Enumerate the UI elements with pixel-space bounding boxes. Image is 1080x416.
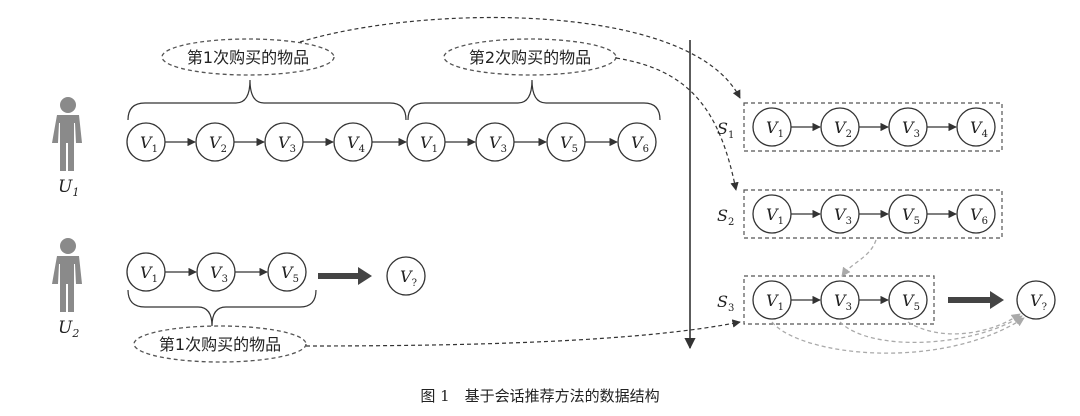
svg-text:V1: V1 — [420, 133, 438, 155]
session-s3: S3 V1 V3 V5 V? — [717, 275, 1056, 325]
sequence-node: V6 — [617, 122, 657, 162]
sequence-node: V1 — [406, 122, 446, 162]
svg-text:S2: S2 — [717, 206, 734, 228]
svg-text:V1: V1 — [766, 118, 784, 140]
mapping-arrows — [299, 16, 741, 347]
session-node: V4 — [956, 107, 996, 147]
sequence-node: V4 — [333, 122, 373, 162]
u1-sequence: V1 V2 V3 V4 V1 V3 V5 V6 — [126, 122, 657, 162]
sequence-node: V3 — [475, 122, 515, 162]
user-1-icon — [52, 97, 82, 171]
svg-text:V?: V? — [400, 267, 417, 289]
svg-text:V5: V5 — [902, 205, 920, 227]
svg-text:V3: V3 — [278, 133, 296, 155]
svg-text:V3: V3 — [210, 263, 228, 285]
session-node: V1 — [752, 107, 792, 147]
svg-text:S3: S3 — [717, 292, 734, 314]
svg-text:V1: V1 — [766, 291, 784, 313]
session-node: V2 — [820, 107, 860, 147]
sequence-node: V5 — [267, 252, 307, 292]
u2-first-purchase-label: 第1次购买的物品 — [133, 325, 307, 363]
svg-text:S1: S1 — [717, 119, 734, 141]
svg-text:V6: V6 — [631, 133, 649, 155]
sequence-node: V5 — [546, 122, 586, 162]
u2-first-brace — [127, 289, 317, 327]
figure-caption: 图 1 基于会话推荐方法的数据结构 — [420, 387, 659, 405]
sequence-node: V3 — [196, 252, 236, 292]
svg-text:V5: V5 — [902, 291, 920, 313]
svg-text:V5: V5 — [560, 133, 578, 155]
svg-text:第2次购买的物品: 第2次购买的物品 — [469, 48, 591, 67]
session-node: V5 — [888, 194, 928, 234]
user-1-label: U1 — [58, 177, 79, 199]
svg-text:V2: V2 — [834, 118, 852, 140]
svg-text:V3: V3 — [834, 205, 852, 227]
u2-sequence: V1 V3 V5 V? — [126, 252, 426, 296]
session-node: V3 — [820, 280, 860, 320]
u1-second-brace — [407, 79, 661, 121]
svg-text:第1次购买的物品: 第1次购买的物品 — [187, 48, 309, 67]
session-node: V3 — [820, 194, 860, 234]
session-s1: S1 V1 V2 V3 V4 — [717, 102, 1003, 152]
sequence-node: V3 — [264, 122, 304, 162]
session-node: V1 — [752, 280, 792, 320]
svg-text:V3: V3 — [834, 291, 852, 313]
svg-text:V1: V1 — [140, 133, 158, 155]
svg-text:V6: V6 — [970, 205, 988, 227]
session-node: V5 — [888, 280, 928, 320]
svg-text:V1: V1 — [766, 205, 784, 227]
session-node: V3 — [888, 107, 928, 147]
u1-first-brace — [127, 79, 407, 121]
svg-text:V5: V5 — [281, 263, 299, 285]
svg-text:V?: V? — [1030, 291, 1047, 313]
target-node: V? — [386, 256, 426, 296]
u1-first-purchase-label: 第1次购买的物品 — [161, 38, 335, 76]
similarity-arrows — [771, 239, 1025, 354]
predict-arrow — [318, 267, 372, 285]
target-node: V? — [1016, 280, 1056, 320]
svg-text:V1: V1 — [140, 263, 158, 285]
user-2-label: U2 — [58, 318, 79, 340]
svg-text:V3: V3 — [489, 133, 507, 155]
sequence-node: V1 — [126, 122, 166, 162]
svg-text:V4: V4 — [347, 133, 365, 155]
session-node: V1 — [752, 194, 792, 234]
u1-second-purchase-label: 第2次购买的物品 — [443, 38, 617, 76]
session-node: V6 — [956, 194, 996, 234]
svg-text:V3: V3 — [902, 118, 920, 140]
svg-text:V2: V2 — [209, 133, 227, 155]
sequence-node: V2 — [195, 122, 235, 162]
predict-arrow — [948, 291, 1004, 309]
sequence-node: V1 — [126, 252, 166, 292]
session-s2: S2 V1 V3 V5 V6 — [717, 189, 1003, 239]
svg-text:第1次购买的物品: 第1次购买的物品 — [159, 335, 281, 354]
svg-text:V4: V4 — [970, 118, 988, 140]
user-2-icon — [52, 238, 82, 312]
